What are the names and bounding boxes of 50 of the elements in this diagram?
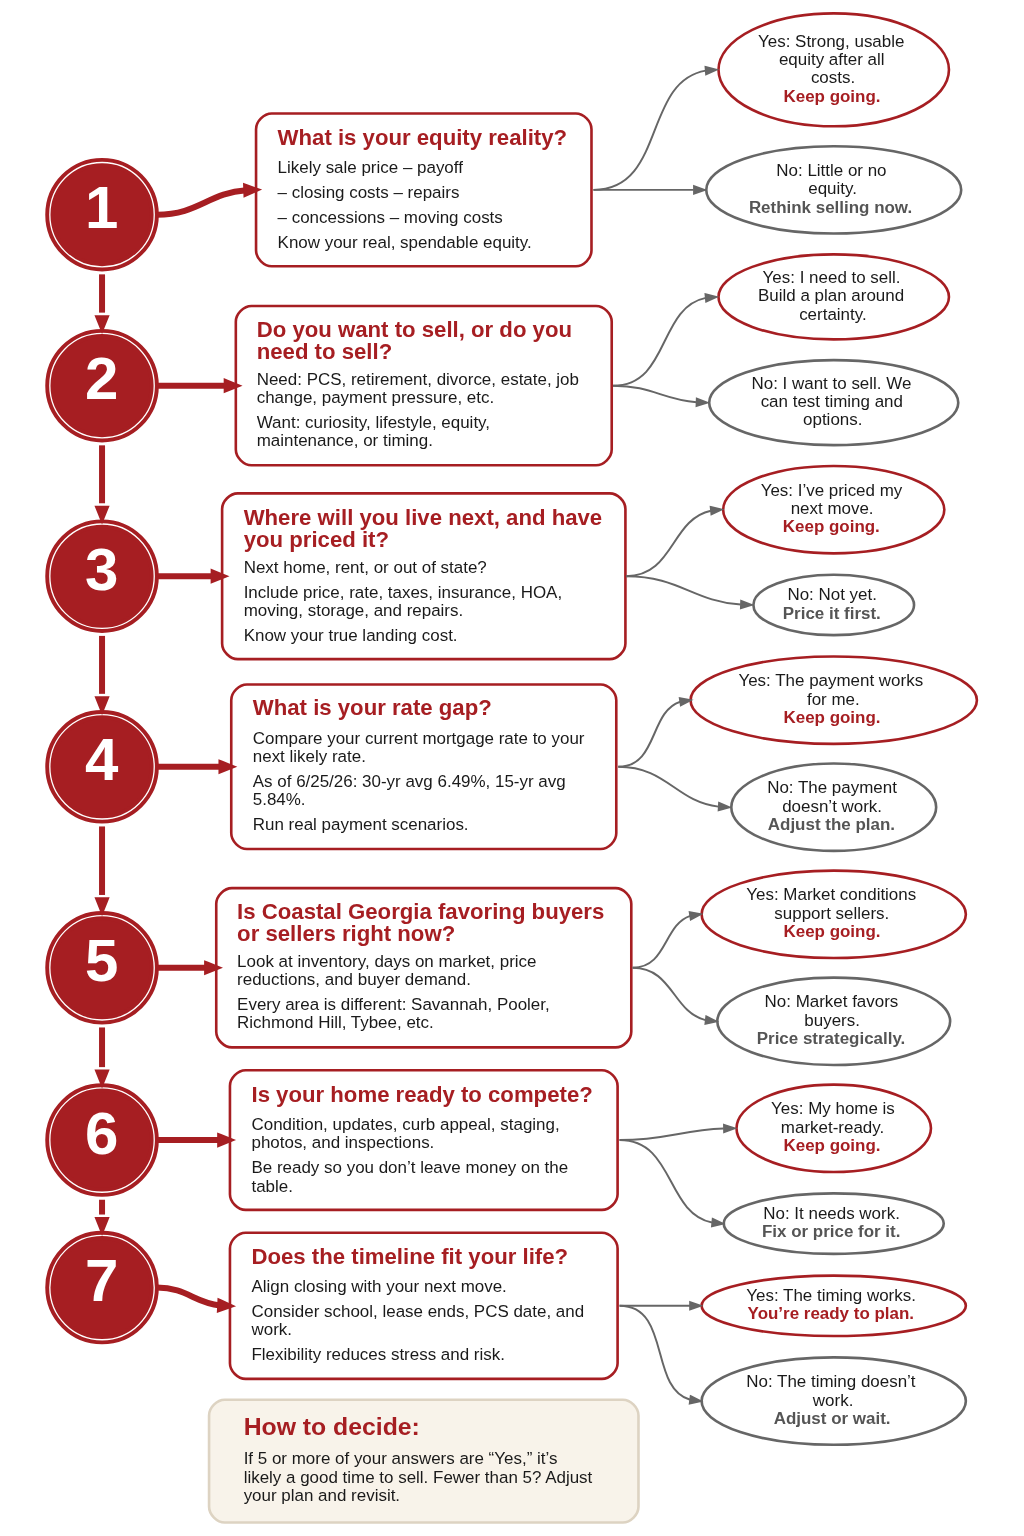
node-box: What is your rate gap? Compare your current mortgage rate to your next likely rate. As of 6/25/26: 30-yr avg 6.49%, 15-yr avg 5.84%. Run real payment scenarios. [229,683,618,851]
node-circle: 4 [45,710,159,824]
arrow [631,966,720,1025]
node-circle: 1 [45,157,159,272]
node-circle: 5 [45,911,159,1025]
node-ellipse: Yes: The timing works. You’re ready to plan. [700,1274,968,1338]
node-circle: 3 [45,519,159,633]
node-ellipse: No: Little or no equity. Rethink selling now. [704,144,963,235]
arrow [94,274,110,334]
arrow [618,1139,726,1228]
arrow [156,759,238,775]
arrow [156,378,243,394]
arrow [156,960,223,976]
arrow [618,1304,704,1405]
node-circle: 6 [45,1083,159,1197]
arrow [156,568,230,584]
arrow [94,826,110,917]
node-circle: 7 [45,1230,159,1345]
node-ellipse: No: The payment doesn’t work. Adjust the plan. [730,762,938,853]
arrow [617,765,733,812]
node-ellipse: Yes: I need to sell. Build a plan around certainty. [717,253,951,341]
arrow [94,1027,110,1089]
node-ellipse: Yes: Strong, usable equity after all costs. Keep going. [717,12,951,128]
node-box: How to decide: If 5 or more of your answers are “Yes,” it’s likely a good time to sell. Fewer than 5? Adjust your plan and revisit. [207,1398,640,1524]
arrow [94,445,110,525]
node-ellipse: No: Not yet. Price it first. [752,573,916,637]
arrow [94,635,110,716]
node-ellipse: No: The timing doesn’t work. Adjust or wait. [700,1356,968,1447]
node-box: Does the timeline fit your life? Align closing with your next move. Consider school, lease ends, PCS date, and work. Flexibility reduces stress and risk. [228,1231,619,1381]
arrow [156,1132,237,1148]
node-circle: 2 [45,328,159,443]
node-box: Is Coastal Georgia favoring buyers or sellers right now? Look at inventory, days on market, price reductions, and buyer demand. Every area is different: Savannah, Pooler, Richmond Hill, Tybee, etc. [214,886,633,1049]
node-box: Is your home ready to compete? Condition, updates, curb appeal, staging, photos, and inspections. Be ready so you don’t leave money on the table. [228,1068,619,1212]
arrow [156,182,263,218]
node-ellipse: No: It needs work. Fix or price for it. [722,1192,946,1256]
arrow [94,1199,110,1236]
node-ellipse: No: Market favors buyers. Price strategically. [716,976,952,1067]
arrow [592,65,720,191]
node-ellipse: Yes: The payment works for me. Keep going. [689,655,979,746]
node-box: What is your equity reality? Likely sale price – payoff – closing costs – repairs – concessions – moving costs Know your real, spendable equity. [254,112,593,268]
node-box: Do you want to sell, or do you need to sell? Need: PCS, retirement, divorce, estate, job change, payment pressure, etc. Want: curiosity, lifestyle, equity, maintenance, or timing. [234,304,614,467]
node-ellipse: Yes: I’ve priced my next move. Keep going. [721,464,946,555]
arrow [625,575,755,610]
node-ellipse: No: I want to sell. We can test timing and options. [707,358,960,447]
node-box: Where will you live next, and have you priced it? Next home, rent, or out of state? Include price, rate, taxes, insurance, HOA, moving, storage, and repairs. Know your true landing cost. [220,492,627,661]
arrow [612,384,711,408]
arrow [156,1284,237,1313]
node-ellipse: Yes: Market conditions support sellers. Keep going. [700,869,968,960]
arrow [592,184,708,195]
node-ellipse: Yes: My home is market-ready. Keep going. [735,1083,933,1174]
